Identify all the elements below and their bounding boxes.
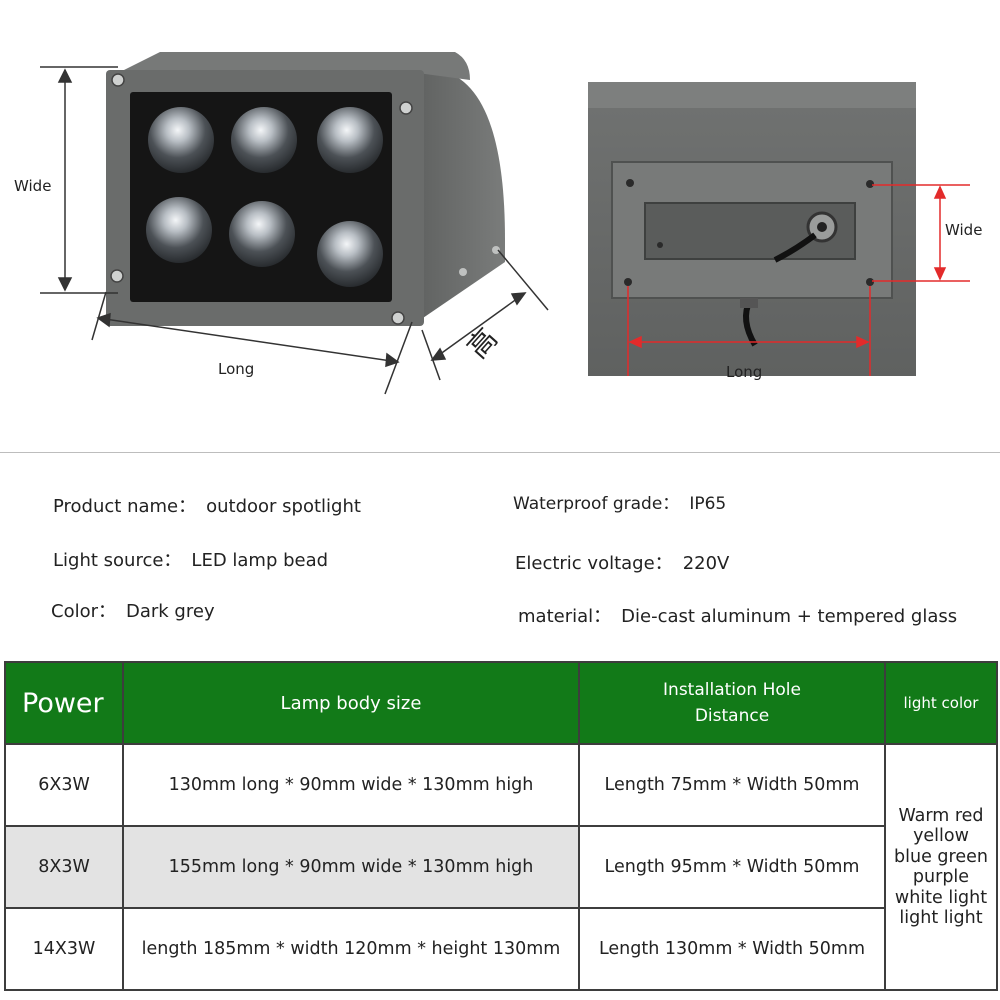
spec-table: Power Lamp body size Installation Hole D…: [4, 661, 998, 991]
led-lens: [148, 107, 214, 173]
screw-icon: [459, 268, 467, 276]
header-light-color: light color: [884, 661, 998, 745]
screw-hole: [657, 242, 663, 248]
section-divider: [0, 452, 1000, 453]
spec-label: Product name：: [53, 496, 197, 517]
screw-icon: [492, 246, 500, 254]
left-high-label: 高: [461, 322, 504, 365]
right-long-label: Long: [726, 363, 762, 381]
spotlight-back-view: [588, 82, 916, 376]
led-lens: [229, 201, 295, 267]
light-color-item: Warm red: [898, 805, 984, 826]
table-row: 14X3W length 185mm * width 120mm * heigh…: [4, 907, 997, 991]
header-installation-hole: Installation Hole Distance: [578, 661, 886, 745]
cell-hole: Length 95mm * Width 50mm: [578, 825, 886, 909]
spec-waterproof: Waterproof grade： IP65: [513, 489, 726, 514]
cell-size: 130mm long * 90mm wide * 130mm high: [122, 743, 580, 827]
screw-hole: [866, 180, 874, 188]
spec-value: 220V: [682, 553, 730, 574]
cell-power: 14X3W: [4, 907, 124, 991]
header-power: Power: [4, 661, 124, 745]
spec-value: outdoor spotlight: [206, 496, 361, 517]
light-color-item: yellow: [913, 826, 969, 846]
led-lens: [146, 197, 212, 263]
table-row: 6X3W 130mm long * 90mm wide * 130mm high…: [4, 743, 998, 991]
cable-clip: [740, 298, 758, 308]
housing-side: [400, 70, 505, 320]
housing-top: [120, 52, 470, 80]
header-hole-line1: Installation Hole: [663, 680, 801, 700]
table-row: 8X3W 155mm long * 90mm wide * 130mm high…: [4, 825, 997, 909]
led-lens: [317, 221, 383, 287]
header-lamp-body-size: Lamp body size: [122, 661, 580, 745]
screw-hole: [624, 278, 632, 286]
led-lens: [317, 107, 383, 173]
spec-value: LED lamp bead: [191, 550, 329, 571]
table-header-row: Power Lamp body size Installation Hole D…: [4, 661, 998, 745]
left-wide-label: Wide: [14, 177, 51, 195]
cell-light-colors: Warm red yellow blue green purple white …: [884, 743, 998, 991]
spec-light-source: Light source： LED lamp bead: [53, 546, 328, 572]
spec-label: Waterproof grade：: [513, 494, 680, 514]
header-hole-line2: Distance: [694, 706, 770, 726]
screw-hole: [866, 278, 874, 286]
cell-hole: Length 75mm * Width 50mm: [578, 743, 886, 827]
right-dimension-lines: [627, 184, 970, 376]
spec-value: Die-cast aluminum + tempered glass: [621, 606, 958, 627]
spotlight-front-view: [106, 52, 505, 326]
cell-power: 8X3W: [4, 825, 124, 909]
left-long-label: Long: [218, 360, 254, 378]
led-lens: [231, 107, 297, 173]
spec-value: IP65: [689, 494, 727, 514]
light-color-item: light light: [899, 908, 983, 928]
left-dimension-lines: [40, 66, 549, 395]
light-color-item: white light: [894, 887, 988, 908]
cell-size: length 185mm * width 120mm * height 130m…: [122, 907, 580, 991]
spec-product-name: Product name： outdoor spotlight: [53, 492, 361, 518]
light-color-item: purple: [912, 867, 970, 887]
right-wide-label: Wide: [945, 221, 982, 239]
spec-material: material： Die-cast aluminum + tempered gl…: [518, 602, 957, 628]
spec-label: Light source：: [53, 550, 182, 571]
spec-voltage: Electric voltage： 220V: [515, 549, 729, 575]
cell-power: 6X3W: [4, 743, 124, 827]
spec-value: Dark grey: [126, 601, 215, 622]
spec-color: Color： Dark grey: [51, 597, 215, 623]
screw-hole: [626, 179, 634, 187]
power-cable: [773, 232, 817, 263]
screw-icon: [110, 269, 124, 283]
light-color-item: blue green: [894, 846, 988, 867]
screw-icon: [111, 73, 125, 87]
product-dimension-figure: Wide Long 高 Wide Long: [14, 52, 982, 395]
back-top-rail: [588, 82, 916, 110]
cell-size: 155mm long * 90mm wide * 130mm high: [122, 825, 580, 909]
cell-hole: Length 130mm * Width 50mm: [578, 907, 886, 991]
cable-gland-core: [817, 222, 827, 232]
spec-label: Electric voltage：: [515, 553, 673, 574]
screw-icon: [399, 101, 413, 115]
spec-label: material：: [518, 606, 612, 627]
screw-icon: [391, 311, 405, 325]
spec-label: Color：: [51, 601, 116, 622]
